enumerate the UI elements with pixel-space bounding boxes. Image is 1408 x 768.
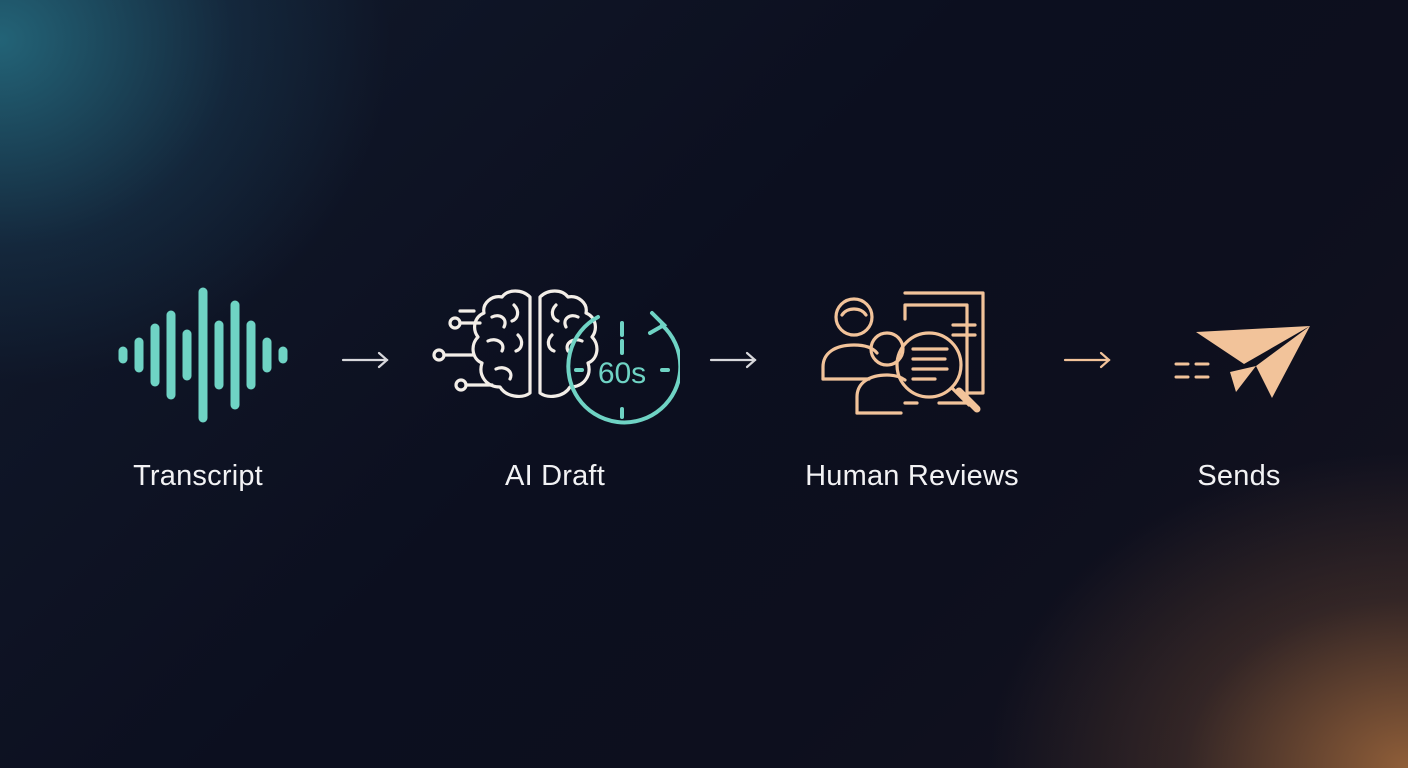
step-transcript: Transcript <box>48 0 348 768</box>
step-human-reviews: Human Reviews <box>762 0 1062 768</box>
arrow-right-icon <box>341 351 389 369</box>
timer-text: 60s <box>598 357 646 390</box>
step-label-human-reviews: Human Reviews <box>805 460 1019 492</box>
step-label-transcript: Transcript <box>133 460 263 492</box>
step-label-sends: Sends <box>1197 460 1281 492</box>
paper-plane-icon <box>1174 326 1310 398</box>
step-ai-draft: 60s AI Draft <box>405 0 705 768</box>
person-document-magnifier-icon <box>821 291 985 415</box>
step-label-ai-draft: AI Draft <box>505 460 605 492</box>
arrow-right-icon <box>709 351 757 369</box>
arrow-right-icon <box>1063 351 1111 369</box>
step-sends: Sends <box>1089 0 1389 768</box>
brain-timer-icon: 60s <box>432 289 680 425</box>
waveform-icon <box>118 287 288 423</box>
